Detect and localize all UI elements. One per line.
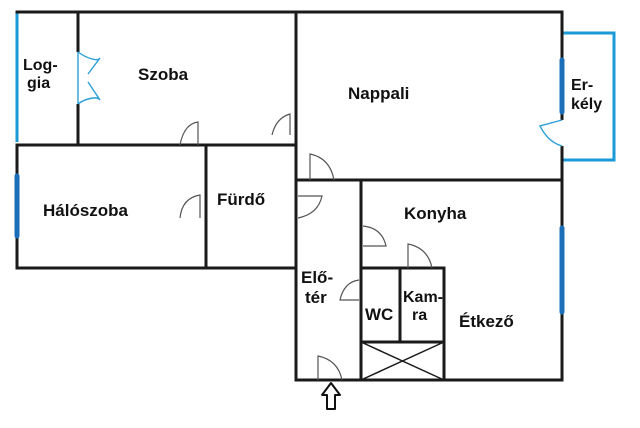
loggia-label-line2: gia: [27, 75, 50, 92]
erkely-label-line1: Er-: [571, 77, 593, 94]
erkely-outline: [562, 31, 616, 162]
windows: [14, 57, 565, 315]
kamra-label-line2: ra: [412, 307, 427, 324]
etkezo-label: Étkező: [459, 312, 514, 331]
kamra-label-line1: Kam-: [403, 289, 443, 306]
loggia-label-line1: Log-: [23, 57, 58, 74]
erkely-door: [538, 119, 564, 147]
loggia-door: [76, 51, 101, 105]
szoba-label: Szoba: [138, 65, 189, 84]
interior-doors: [179, 113, 433, 381]
walls: [15, 10, 564, 382]
eloter-label-line1: Elő-: [301, 268, 333, 287]
haloszoba-label: Hálószoba: [43, 201, 129, 220]
balconies: [15, 10, 616, 162]
erkely-label-line2: kély: [571, 96, 602, 113]
konyha-label: Konyha: [404, 204, 467, 223]
up-arrow-icon: [321, 382, 341, 410]
nappali-label: Nappali: [348, 84, 409, 103]
eloter-label-line2: tér: [305, 288, 327, 307]
room-labels: Log- gia Szoba Nappali Er- kély Hálószob…: [23, 57, 602, 331]
wc-label: WC: [365, 305, 393, 324]
furdo-label: Fürdő: [217, 190, 265, 209]
